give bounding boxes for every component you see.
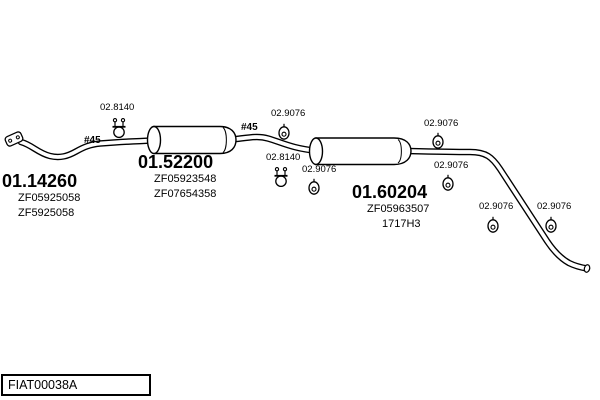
hanger-part-number: 02.9076: [434, 160, 469, 171]
hanger-icon: [442, 174, 454, 191]
hanger-part-number: 02.9076: [302, 164, 337, 175]
clamp-part-number: 02.8140: [266, 152, 301, 163]
rear-muffler-ref: 1717H3: [382, 218, 421, 230]
hanger-icon: [487, 216, 499, 233]
rear-muffler-ref: ZF05963507: [367, 203, 430, 215]
clamp-icon: [111, 117, 127, 139]
hanger-icon: [308, 178, 320, 195]
tail-pipe: [404, 147, 591, 273]
tailpipe-end: [583, 264, 591, 273]
pipe-diameter-label: #45: [84, 135, 101, 146]
clamp-icon: [273, 166, 289, 188]
hanger-part-number: 02.9076: [271, 108, 306, 119]
inlet-flange-icon: [4, 131, 24, 147]
intermediate-pipe: [228, 133, 322, 155]
front-muffler-ref: ZF05923548: [154, 173, 217, 185]
pipe-diameter-label: #45: [241, 122, 258, 133]
front-muffler-ref: ZF07654358: [154, 188, 217, 200]
hanger-part-number: 02.9076: [537, 201, 572, 212]
drawing-code: FIAT00038A: [8, 378, 78, 392]
front-muffler-part-number: 01.52200: [138, 152, 214, 172]
hanger-icon: [432, 132, 444, 149]
front-muffler: [146, 125, 237, 155]
hanger-icon: [278, 123, 290, 140]
front-pipe: [17, 137, 158, 161]
rear-muffler: [308, 137, 412, 166]
hanger-part-number: 02.9076: [424, 118, 459, 129]
hanger-icon: [545, 216, 557, 233]
clamp-part-number: 02.8140: [100, 102, 135, 113]
front-pipe-ref: ZF5925058: [18, 207, 75, 219]
front-pipe-ref: ZF05925058: [18, 192, 81, 204]
front-pipe-part-number: 01.14260: [2, 171, 78, 191]
drawing-code-box: FIAT00038A: [1, 374, 151, 396]
rear-muffler-part-number: 01.60204: [352, 182, 428, 202]
hanger-part-number: 02.9076: [479, 201, 514, 212]
